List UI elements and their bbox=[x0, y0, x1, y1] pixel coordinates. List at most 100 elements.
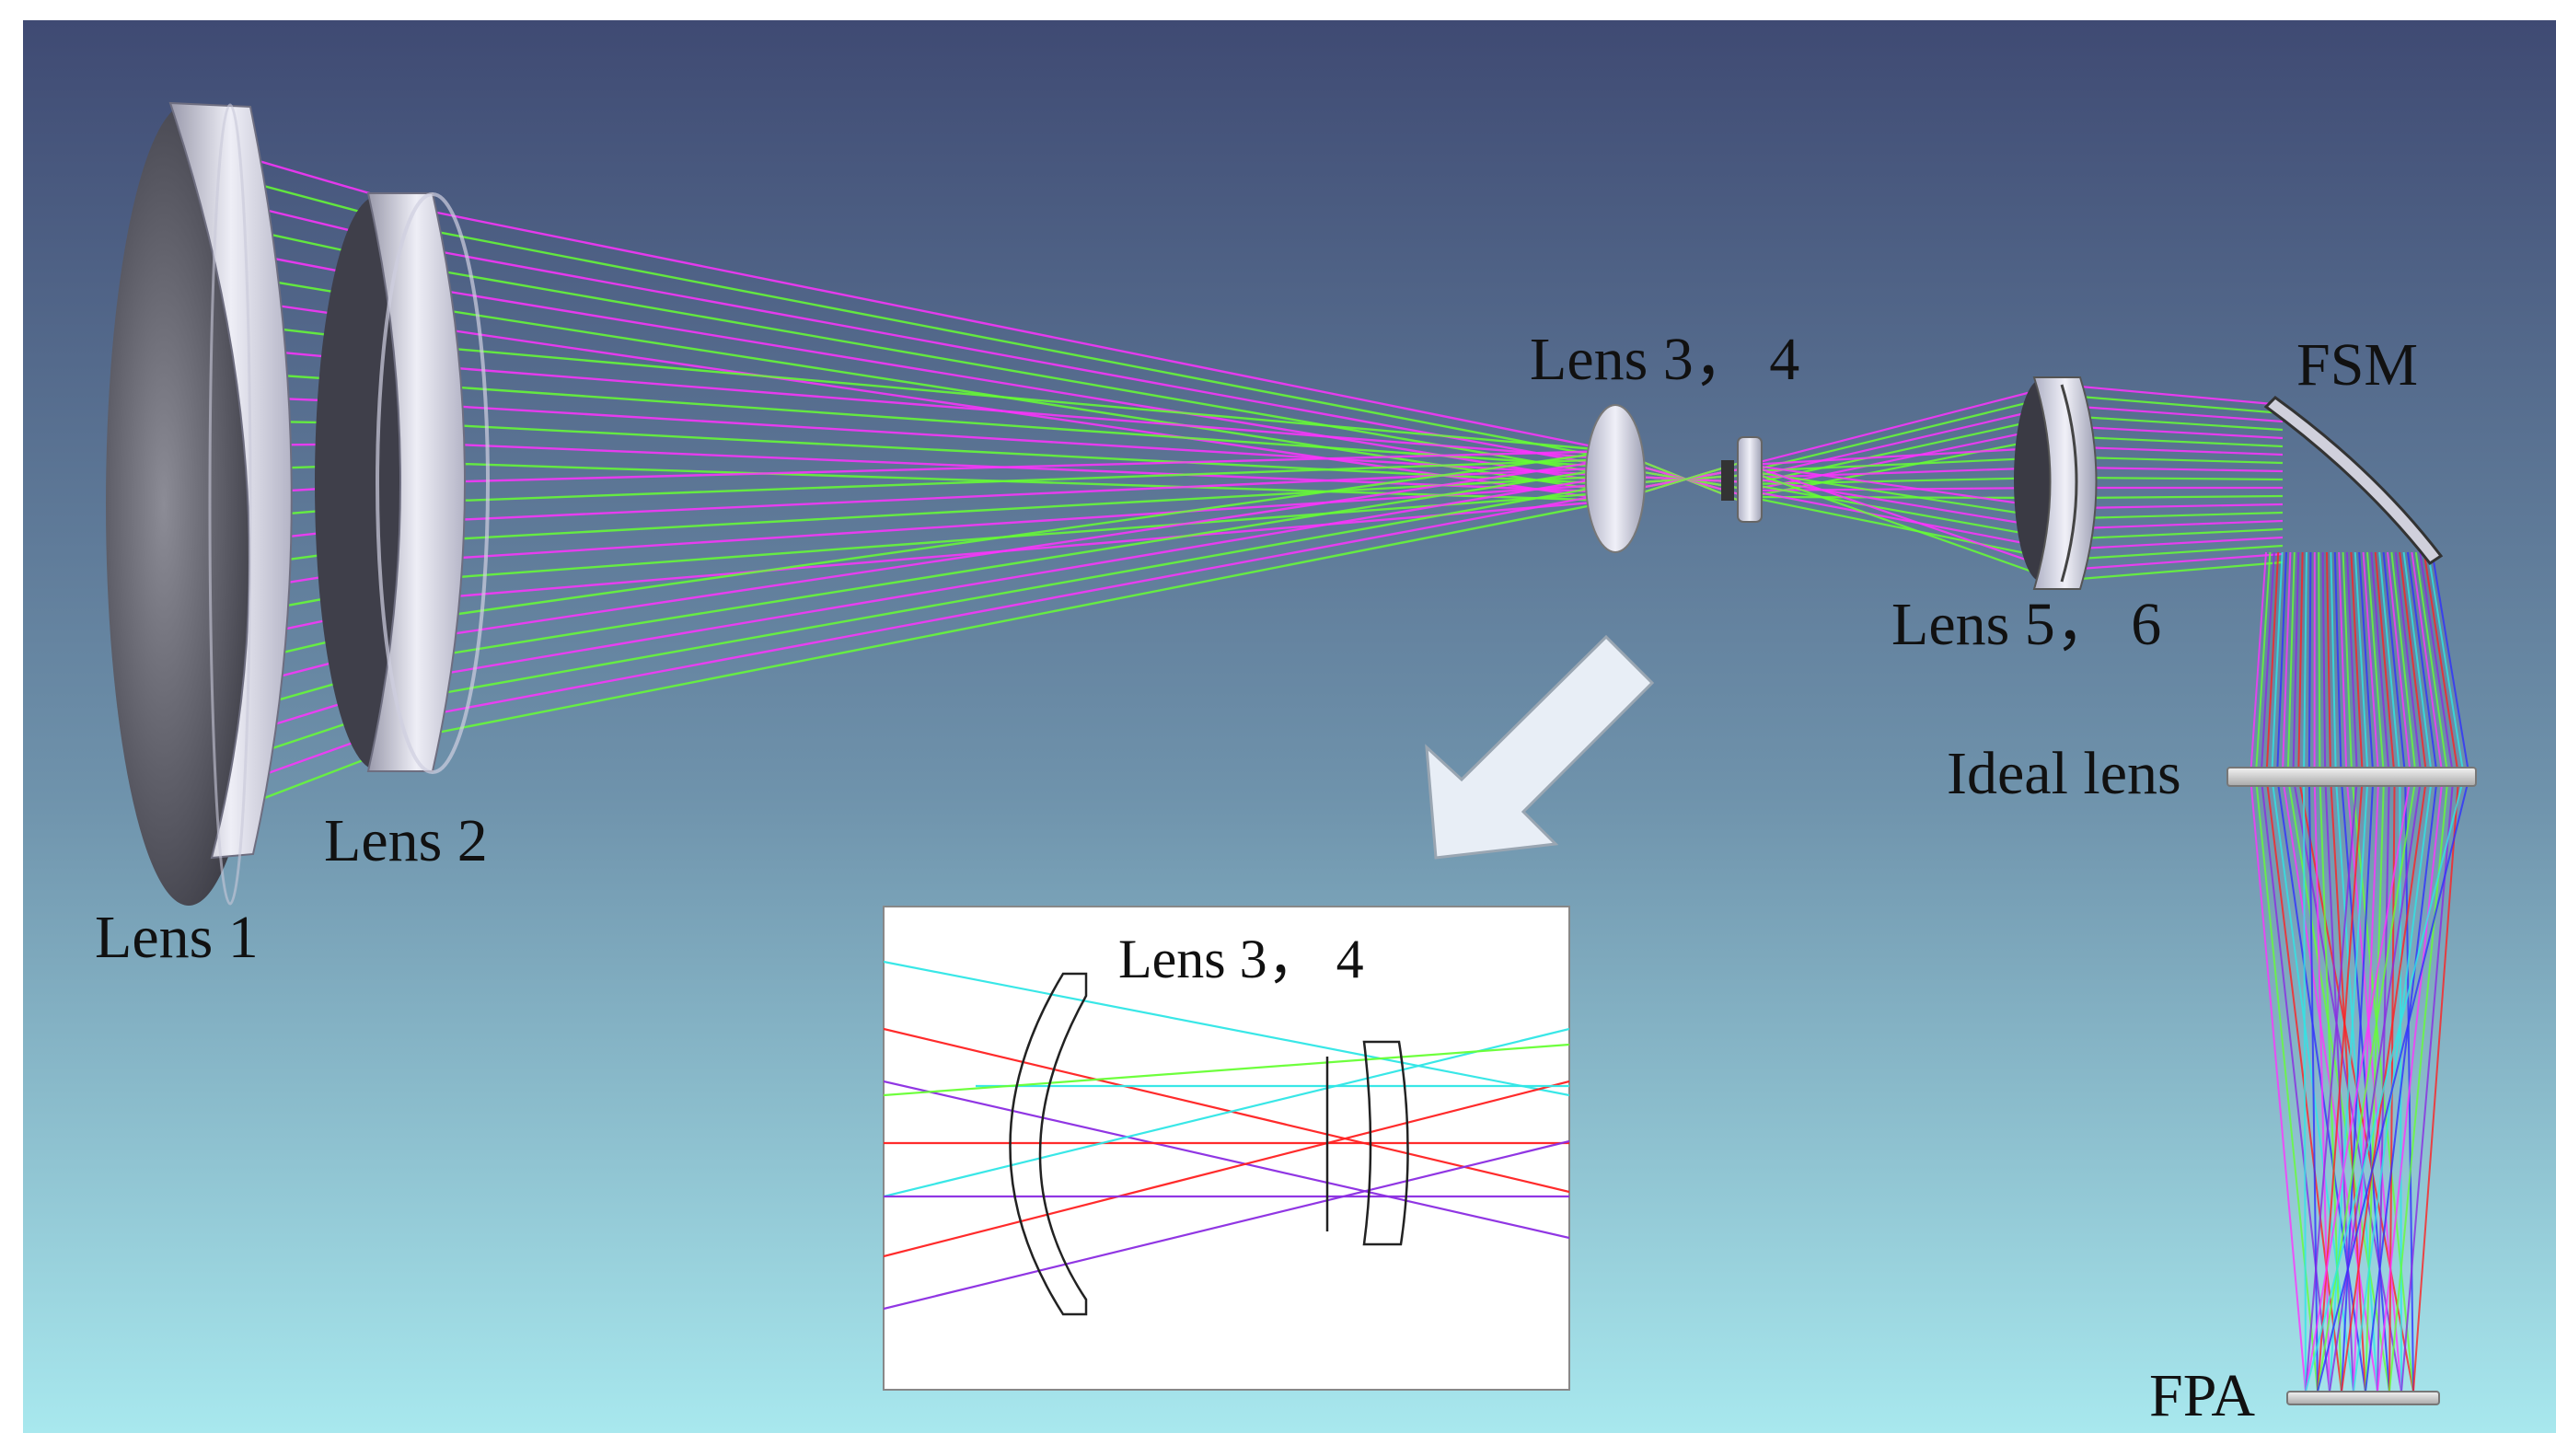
ray bbox=[2338, 551, 2348, 778]
inset-lens-4 bbox=[1362, 1040, 1409, 1246]
ray bbox=[2079, 395, 2284, 415]
ray bbox=[2079, 456, 2284, 465]
ray bbox=[432, 326, 1616, 503]
ray bbox=[2260, 551, 2275, 778]
ray bbox=[2370, 551, 2390, 778]
ray bbox=[2412, 776, 2460, 1392]
ray bbox=[2358, 551, 2375, 778]
ray bbox=[432, 422, 1616, 486]
ray bbox=[2390, 551, 2417, 778]
ray bbox=[2250, 551, 2267, 778]
ray bbox=[2292, 551, 2300, 778]
ray bbox=[2407, 551, 2438, 778]
ray bbox=[2250, 776, 2307, 1392]
ray bbox=[432, 306, 1616, 494]
ray bbox=[432, 466, 1616, 658]
ray bbox=[2419, 551, 2455, 778]
ray bbox=[2427, 551, 2465, 778]
ray bbox=[884, 1043, 1569, 1097]
ray bbox=[1748, 476, 2053, 530]
ray bbox=[432, 474, 1616, 677]
ray bbox=[1748, 489, 2053, 550]
ray bbox=[2079, 494, 2284, 500]
ray bbox=[2079, 445, 2284, 456]
ray bbox=[2423, 551, 2460, 778]
ray bbox=[432, 364, 1616, 461]
ray bbox=[2362, 551, 2380, 778]
ray bbox=[2254, 776, 2319, 1392]
ray bbox=[1748, 495, 2053, 500]
inset-lens-3 bbox=[1009, 972, 1088, 1316]
label-fsm: FSM bbox=[2296, 331, 2418, 399]
ray bbox=[2079, 527, 2284, 540]
ray bbox=[2260, 776, 2330, 1392]
ray bbox=[432, 384, 1616, 469]
ray bbox=[2303, 551, 2307, 778]
ray bbox=[432, 449, 1616, 484]
ray bbox=[2079, 511, 2284, 520]
ray bbox=[2307, 551, 2312, 778]
ray bbox=[2374, 551, 2396, 778]
ray bbox=[1748, 385, 2053, 467]
ray bbox=[432, 482, 1616, 697]
ray bbox=[1748, 445, 2053, 467]
ray bbox=[884, 1139, 1569, 1311]
ray bbox=[884, 1027, 1569, 1194]
ray bbox=[2350, 551, 2364, 778]
ray bbox=[1748, 405, 2053, 480]
ray bbox=[2399, 551, 2428, 778]
ray bbox=[884, 960, 1569, 1097]
ray bbox=[2079, 385, 2284, 407]
ray bbox=[432, 210, 1616, 453]
ray bbox=[2286, 551, 2296, 778]
ray bbox=[2378, 551, 2401, 778]
ray bbox=[1748, 482, 2053, 540]
lens-5-6 bbox=[2014, 376, 2098, 590]
ray bbox=[2354, 551, 2369, 778]
lens-3-4 bbox=[1585, 404, 1763, 553]
ray bbox=[432, 449, 1616, 619]
lens-1 bbox=[106, 101, 293, 906]
ray bbox=[2414, 551, 2449, 778]
ray bbox=[2079, 536, 2284, 550]
label-ideal-lens: Ideal lens bbox=[1947, 740, 2181, 807]
label-lens-2: Lens 2 bbox=[324, 807, 488, 874]
ray bbox=[2079, 476, 2284, 481]
ray bbox=[2307, 776, 2319, 1392]
ray bbox=[2342, 551, 2354, 778]
ray bbox=[2387, 551, 2411, 778]
ray bbox=[432, 482, 1616, 561]
ray bbox=[2305, 776, 2358, 1392]
ray bbox=[2431, 551, 2470, 778]
label-lens-3-4: Lens 3， 4 bbox=[1530, 326, 1799, 393]
ideal-lens-bar bbox=[2226, 767, 2477, 787]
ray bbox=[2377, 776, 2444, 1392]
ray bbox=[1748, 495, 2053, 560]
ray bbox=[2254, 551, 2272, 778]
ray bbox=[2079, 435, 2284, 448]
ray bbox=[2079, 560, 2284, 581]
ray bbox=[2346, 551, 2358, 778]
ray bbox=[2079, 544, 2284, 560]
ray bbox=[2321, 551, 2327, 778]
ray bbox=[884, 1080, 1569, 1240]
ray bbox=[432, 499, 1616, 600]
ray bbox=[2317, 776, 2417, 1392]
ray bbox=[2305, 776, 2465, 1392]
down-left-arrow-icon bbox=[1425, 634, 1655, 860]
ray bbox=[432, 248, 1616, 469]
ray bbox=[2333, 551, 2342, 778]
ray bbox=[432, 457, 1616, 639]
ray bbox=[2411, 551, 2444, 778]
ray bbox=[2297, 551, 2304, 778]
ray bbox=[2079, 405, 2284, 423]
ray bbox=[432, 491, 1616, 716]
ray bbox=[2265, 551, 2280, 778]
fsm-mirror bbox=[2263, 396, 2444, 566]
ray bbox=[2079, 425, 2284, 440]
ray bbox=[2326, 551, 2331, 778]
ray bbox=[2271, 551, 2284, 778]
ray bbox=[2079, 552, 2284, 571]
ray bbox=[432, 268, 1616, 478]
